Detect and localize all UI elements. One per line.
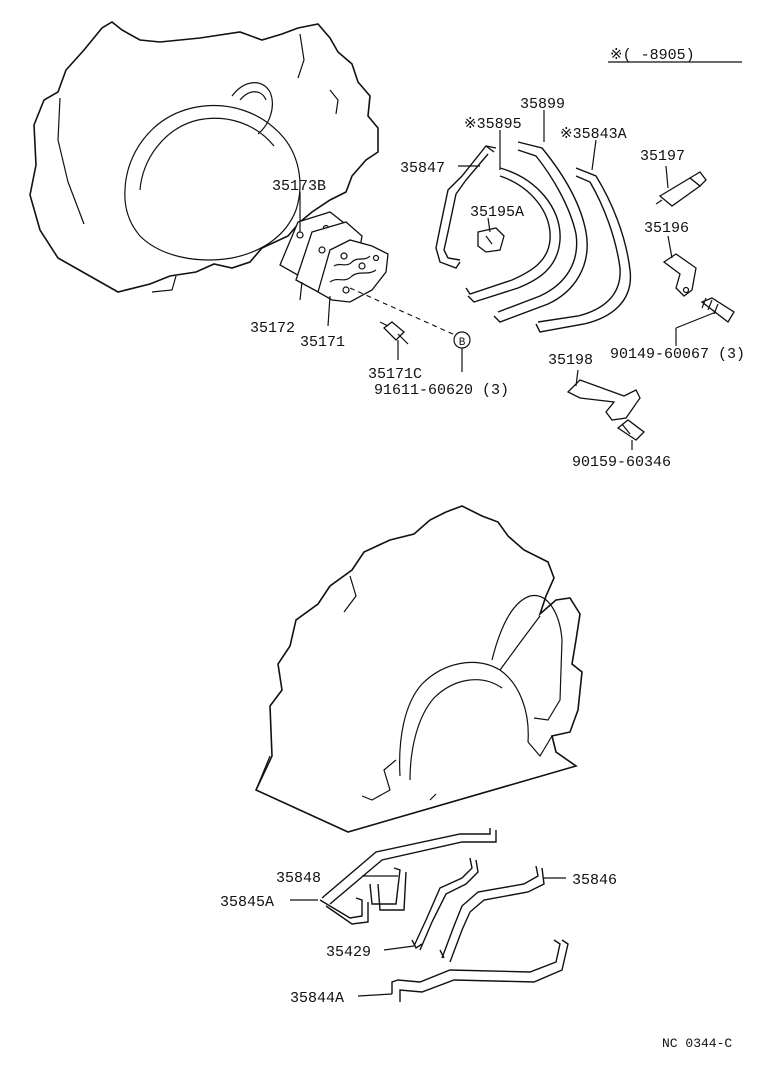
transaxle-housing-top [29,21,379,293]
label-35895: ※35895 [464,116,522,133]
bracket-35198 [566,379,641,421]
tube-35848 [321,828,497,911]
leader-lines-top [299,110,717,450]
tube-35895 [465,167,561,303]
label-35843a: ※35843A [560,126,627,143]
clamp-35195a [477,227,505,253]
sensor-35197 [655,171,707,207]
tube-35845a [319,897,369,925]
label-35198: 35198 [548,352,593,369]
label-35195a: 35195A [470,204,524,221]
label-35197: 35197 [640,148,685,165]
label-35845a: 35845A [220,894,274,911]
label-35846: 35846 [572,872,617,889]
label-35196: 35196 [644,220,689,237]
label-35429: 35429 [326,944,371,961]
transaxle-housing-bottom [254,505,583,833]
valve-body-35171 [317,239,389,303]
tube-35429 [411,857,479,951]
tube-35846 [439,865,545,963]
bolt-35171c [379,321,409,345]
label-35172: 35172 [250,320,295,337]
label-35847: 35847 [400,160,445,177]
tube-35843a [535,167,632,333]
bracket-35196 [662,253,697,297]
bolt-90159 [616,419,645,441]
callout-b-label: B [459,337,466,349]
tube-35844a [391,939,569,1002]
label-90159: 90159-60346 [572,454,671,471]
applicability-note: ※( -8905) [610,47,695,64]
label-90149: 90149-60067 (3) [610,346,745,363]
label-35173b: 35173B [272,178,326,195]
label-35899: 35899 [520,96,565,113]
tube-35899 [493,141,588,323]
leader-lines-bottom [290,875,566,997]
label-35171: 35171 [300,334,345,351]
label-35171c: 35171C [368,366,422,383]
dashed-alignment-line [349,287,456,336]
tube-35847 [435,145,497,269]
figure-code: NC 0344-C [662,1036,732,1051]
label-91611: 91611-60620 (3) [374,382,509,399]
bolt-90149 [700,297,735,323]
label-35848: 35848 [276,870,321,887]
callout-b-circle: B [453,331,471,349]
label-35844a: 35844A [290,990,344,1007]
